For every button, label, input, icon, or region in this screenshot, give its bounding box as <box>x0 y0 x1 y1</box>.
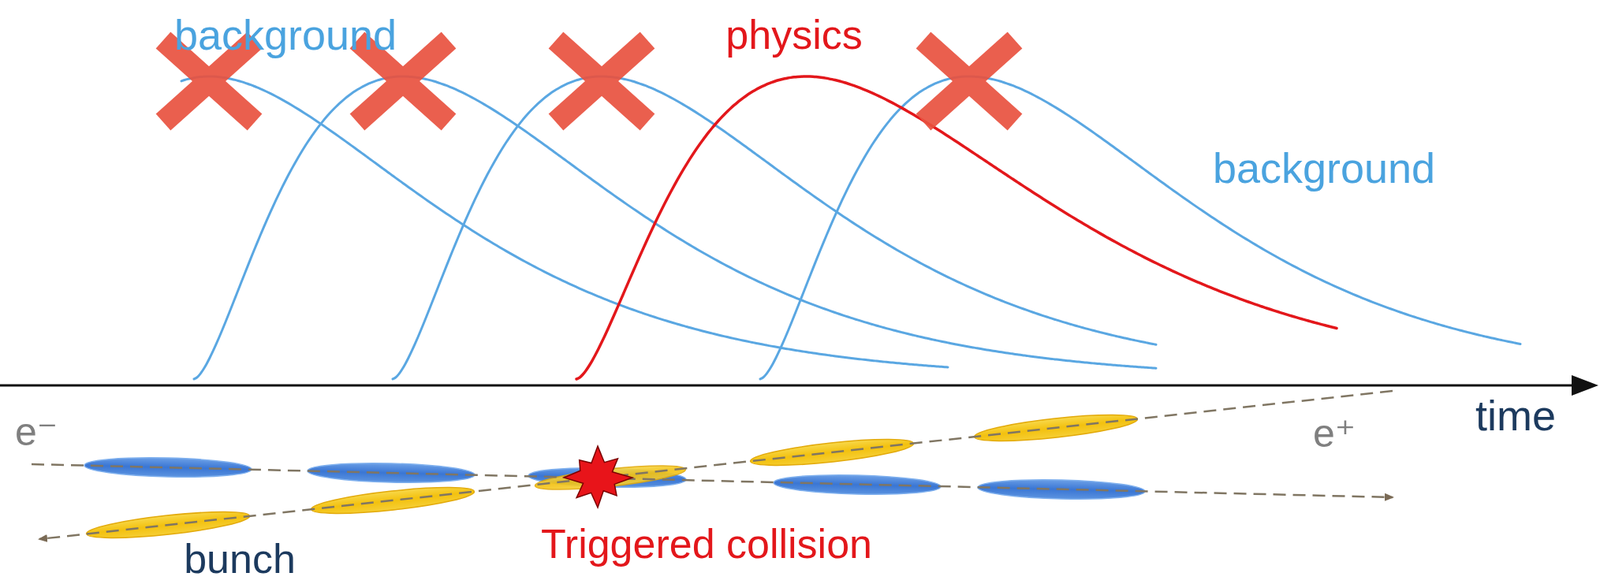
electron-beam-line <box>31 464 1393 498</box>
collision-burst <box>563 446 633 508</box>
pulse-label: background <box>1212 146 1436 190</box>
time-axis <box>0 384 1578 388</box>
background-pulse <box>392 76 1157 380</box>
bunch-label: bunch <box>183 538 296 580</box>
electron-bunch <box>84 455 253 479</box>
particle-label: e⁺ <box>1312 413 1356 454</box>
event-label: Triggered collision <box>540 523 873 565</box>
reject-cross <box>923 40 1015 123</box>
particle-label: e⁻ <box>14 412 58 452</box>
positron-beam-line <box>39 391 1393 540</box>
axis-label: time <box>1475 394 1556 437</box>
pulse-label: background <box>174 13 397 56</box>
pulse-label: physics <box>725 14 862 56</box>
background-pulse <box>760 76 1521 380</box>
axis-arrowhead <box>1571 375 1599 396</box>
reject-cross <box>555 40 648 123</box>
physics-pulse <box>576 76 1337 380</box>
electron-bunch <box>773 473 942 497</box>
